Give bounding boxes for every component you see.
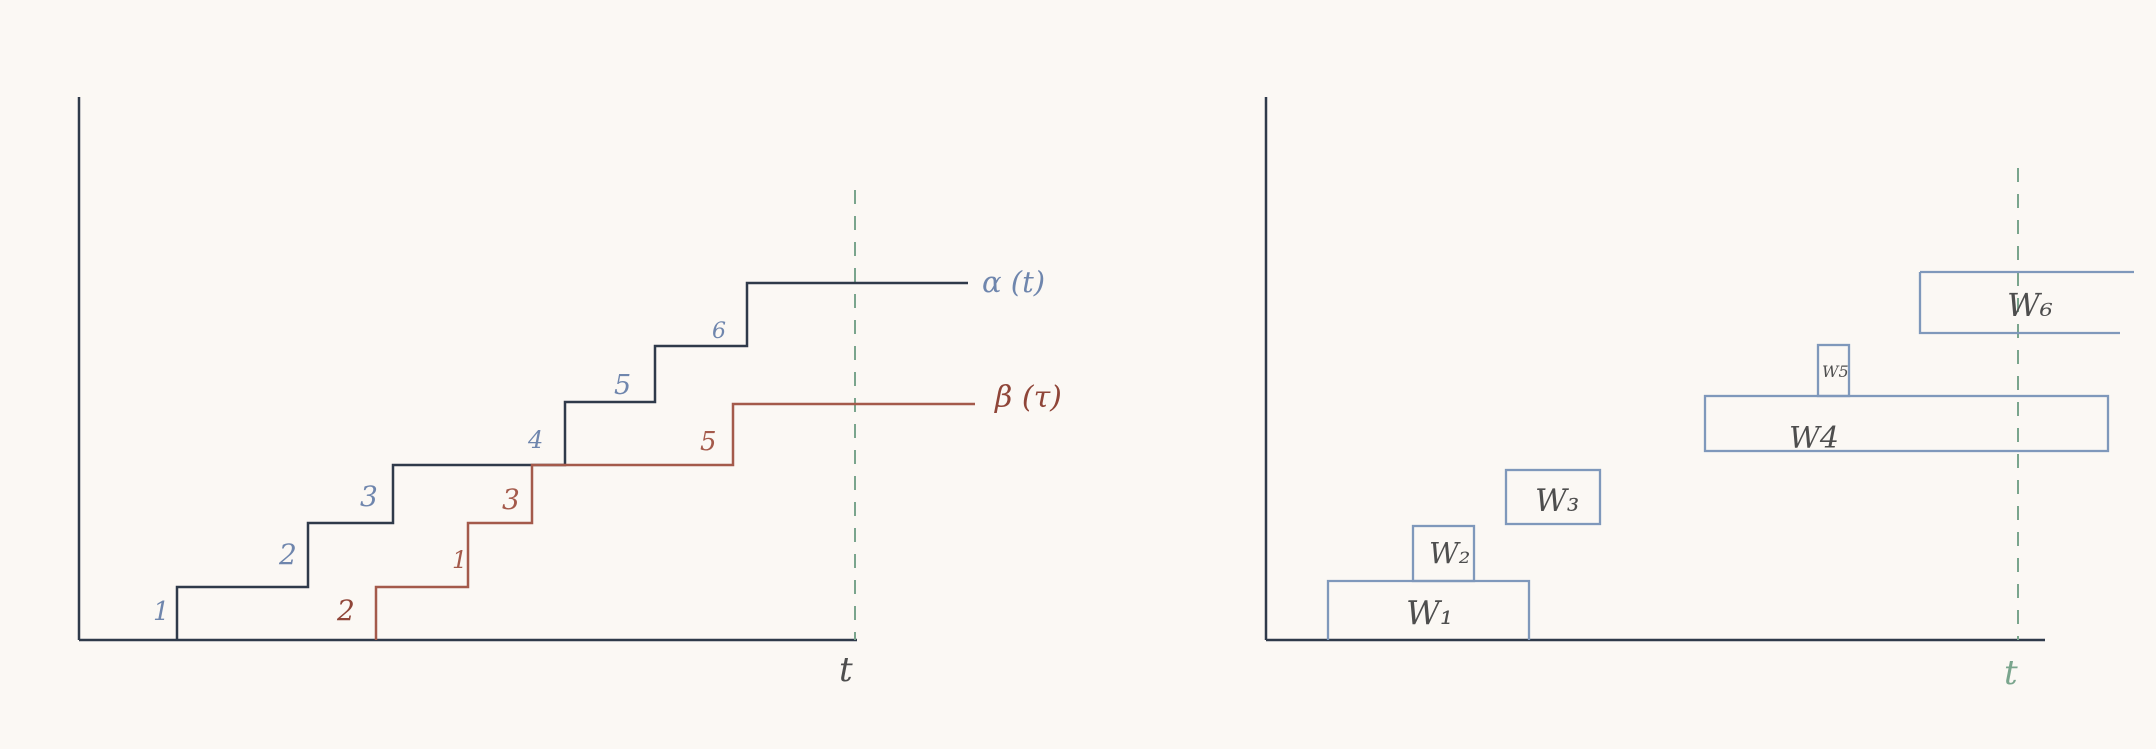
window-w6-box: [1918, 270, 2134, 335]
window-w1: W₁: [1326, 579, 1531, 640]
window-w3-box: [1504, 468, 1602, 526]
window-w1-label: W₁: [1406, 593, 1453, 632]
window-w4: W4: [1703, 394, 2110, 456]
alpha-step-label-2: 2: [278, 538, 297, 571]
window-w2-box: [1411, 524, 1476, 583]
left-diagram: 1 2 3 4 5 6 2 1 3 5 α (t) β (τ) t: [77, 97, 1062, 690]
window-w4-box: [1703, 394, 2110, 453]
window-w3-label: W₃: [1535, 483, 1579, 519]
left-time-label: t: [839, 650, 853, 690]
alpha-step-label-1: 1: [153, 597, 170, 627]
window-w2: W₂: [1411, 524, 1476, 583]
right-time-label: t: [2004, 653, 2018, 693]
window-w5: W5: [1816, 343, 1851, 398]
window-w6-label: W₆: [2007, 286, 2053, 324]
right-diagram: W₁ W₂ W₃ W4 W5 W₆ t: [1264, 97, 2134, 693]
alpha-step-label-4: 4: [527, 426, 543, 454]
beta-step-label-1: 1: [452, 546, 467, 574]
alpha-step-label-5: 5: [614, 370, 631, 401]
window-w3: W₃: [1504, 468, 1602, 526]
window-w4-label: W4: [1789, 421, 1839, 456]
window-w5-box: [1816, 343, 1851, 398]
alpha-step-label-3: 3: [360, 480, 378, 513]
beta-step-label-2: 2: [336, 594, 355, 627]
beta-curve-label: β (τ): [994, 380, 1062, 415]
beta-step-label-5: 5: [700, 427, 717, 457]
alpha-step-label-6: 6: [712, 319, 726, 344]
window-w6: W₆: [1918, 270, 2134, 335]
window-w2-label: W₂: [1429, 536, 1470, 570]
alpha-curve-label: α (t): [982, 265, 1045, 299]
beta-step-label-3: 3: [502, 483, 520, 516]
beta-staircase: [374, 402, 975, 640]
alpha-staircase: [175, 281, 968, 640]
window-w5-label: W5: [1822, 362, 1849, 381]
